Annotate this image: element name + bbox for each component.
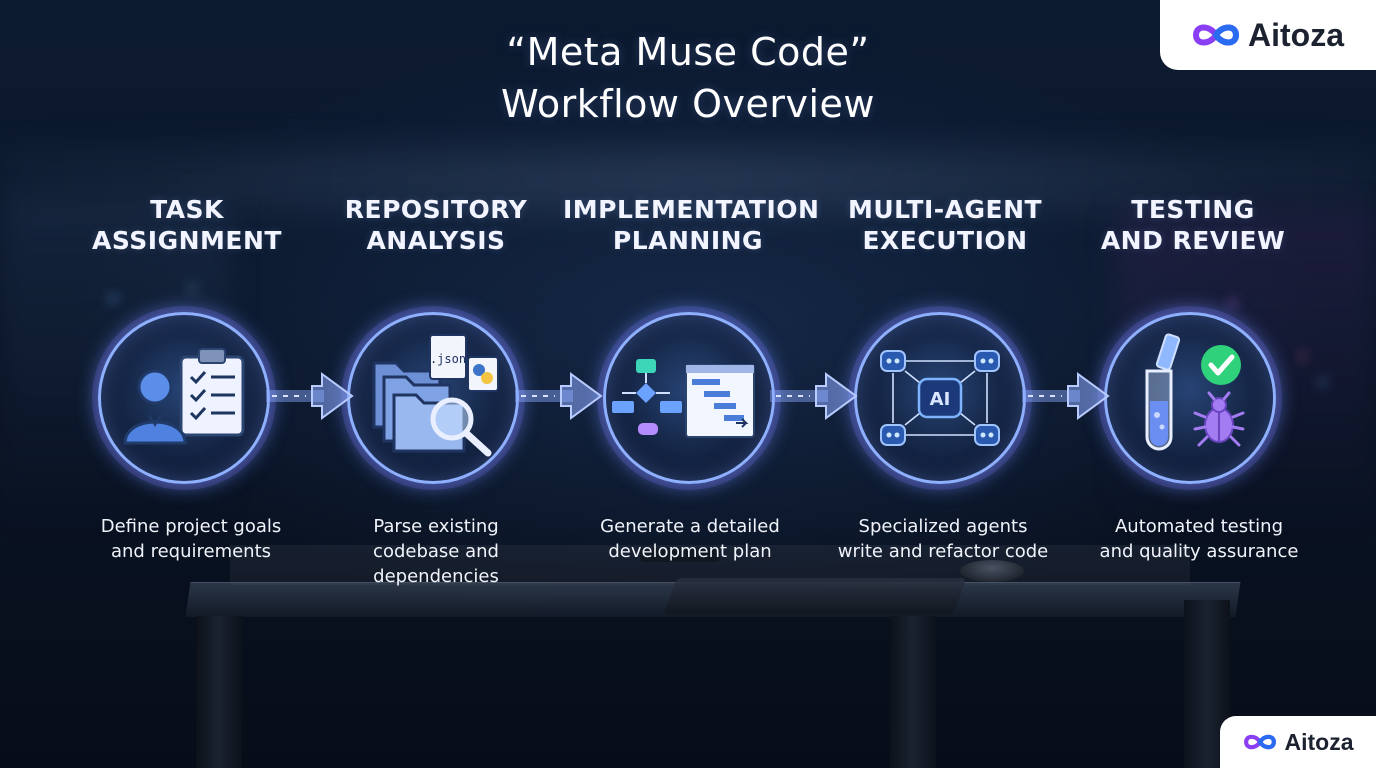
step-4-circle: AI — [854, 312, 1026, 484]
arrow-right-icon — [515, 372, 603, 420]
json-file-label: .json — [430, 352, 466, 366]
title-line-2: Workflow Overview — [501, 82, 875, 126]
step-1-circle — [98, 312, 270, 484]
ai-agents-network-icon: AI — [880, 350, 1000, 446]
step-5-circle — [1104, 312, 1276, 484]
test-tube-check-bug-icon — [1145, 333, 1245, 451]
step-3-description: Generate a detailed development plan — [600, 516, 780, 562]
step-4-heading: MULTI-AGENT EXECUTION — [847, 195, 1043, 255]
step-1-description: Define project goals and requirements — [100, 516, 282, 562]
brand-name: Aitoza — [1284, 728, 1354, 755]
connector-arrow-1-2 — [266, 366, 356, 426]
brand-logo-bottom: Aitoza — [1220, 716, 1376, 768]
connector-arrow-2-3 — [515, 366, 605, 426]
step-5-heading: TESTING AND REVIEW — [1100, 195, 1286, 255]
brand-name: Aitoza — [1248, 16, 1344, 53]
step-3-heading: IMPLEMENTATION PLANNING — [563, 195, 820, 255]
step-4-description: Specialized agents write and refactor co… — [837, 516, 1049, 562]
step-3-circle — [603, 312, 775, 484]
step-1-heading: TASK ASSIGNMENT — [92, 195, 282, 255]
infinity-logo-icon — [1243, 734, 1276, 750]
brand-logo-top: Aitoza — [1160, 0, 1376, 70]
title-line-1: “Meta Muse Code” — [506, 30, 870, 74]
infinity-logo-icon — [1192, 24, 1240, 46]
step-5-description: Automated testing and quality assurance — [1099, 516, 1299, 562]
step-2-heading: REPOSITORY ANALYSIS — [344, 195, 528, 255]
folder-search-icon: .json — [372, 334, 499, 457]
user-clipboard-icon — [123, 348, 245, 445]
connector-arrow-3-4 — [770, 366, 860, 426]
step-2-description: Parse existing codebase and dependencies — [373, 516, 499, 587]
flowchart-gantt-icon — [612, 359, 755, 438]
step-2-circle: .json — [347, 312, 519, 484]
ai-center-label: AI — [930, 389, 951, 410]
arrow-right-icon — [1022, 372, 1110, 420]
connector-arrow-4-5 — [1022, 366, 1112, 426]
page-title: “Meta Muse Code” Workflow Overview — [0, 26, 1376, 130]
arrow-right-icon — [770, 372, 858, 420]
arrow-right-icon — [266, 372, 354, 420]
